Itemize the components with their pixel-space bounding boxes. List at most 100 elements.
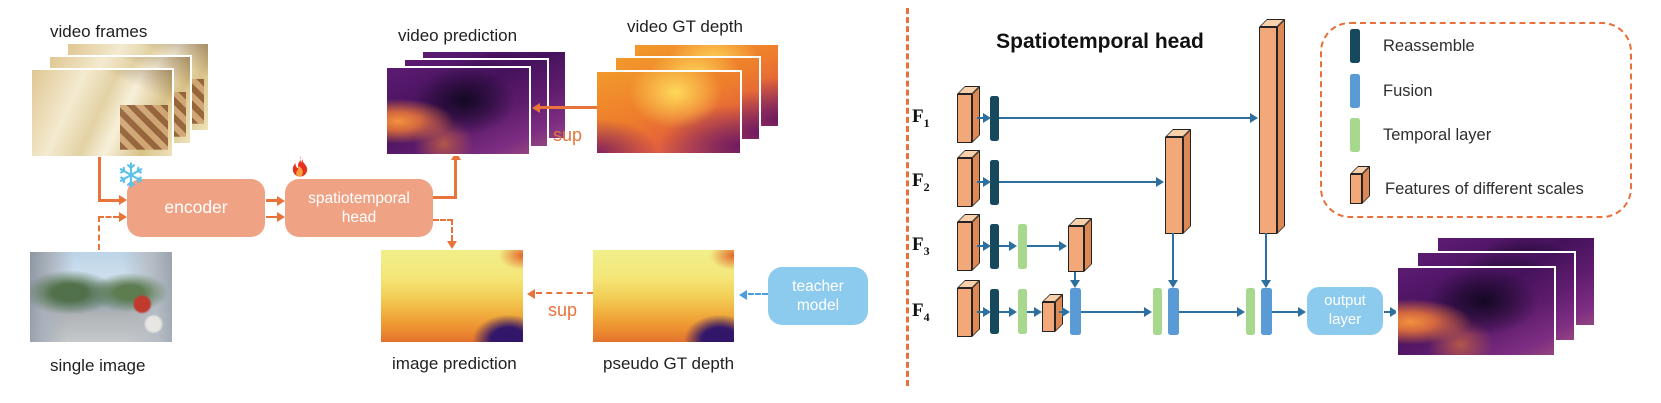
arrow-encoder-to-head-dashed-head	[277, 211, 285, 222]
arrow-f4-cube-to-fusion1	[1059, 311, 1063, 313]
arrow-f3-cube-down-head	[1070, 280, 1080, 288]
arrow-encoder-to-head-dashed	[266, 215, 278, 218]
arrow-f1-reassemble-to-cube	[999, 117, 1251, 119]
output-depth-front	[1398, 268, 1554, 355]
legend-row-features: Features of different scales	[1349, 165, 1584, 204]
video-prediction-front	[387, 68, 529, 154]
arrow-f3-cube-to-reassemble	[977, 245, 984, 247]
arrow-f4-cube-to-reassemble	[977, 311, 984, 313]
output-label-line1: output	[1324, 292, 1366, 310]
arrow-f3-reassemble-to-temporal-head	[1009, 241, 1017, 251]
temporal-bar-mid	[1153, 288, 1162, 335]
panel-divider	[906, 8, 909, 386]
reassemble-bar-f2	[990, 160, 999, 205]
arrow-encoder-to-head-solid	[266, 199, 278, 202]
scale-cube-f4-small	[1041, 293, 1063, 332]
legend-box: Reassemble Fusion Temporal layer Feature…	[1320, 22, 1632, 218]
legend-label-temporal: Temporal layer	[1383, 125, 1492, 144]
feature-label-f1: F1	[912, 106, 930, 130]
arrow-head-to-image-prediction-head	[446, 241, 457, 249]
arrow-fusion1-to-temporal-mid-head	[1144, 307, 1152, 317]
feature-swatch-cube	[1349, 165, 1370, 204]
arrow-f1-reassemble-to-cube-head	[1250, 113, 1258, 123]
arrow-sup-video-head	[532, 102, 540, 113]
temporal-bar-f4	[1018, 289, 1027, 334]
sup-video-label: sup	[553, 125, 583, 145]
temporal-bar-last	[1246, 288, 1255, 335]
video-prediction-label: video prediction	[398, 26, 518, 45]
scale-cube-f1-tall	[1258, 18, 1285, 234]
arrow-f2-cube-down	[1172, 233, 1174, 280]
pseudo-gt-depth-label: pseudo GT depth	[603, 354, 735, 373]
legend-row-temporal: Temporal layer	[1350, 118, 1491, 152]
arrow-fusion2-to-temporal-last	[1179, 311, 1238, 313]
head-label-line1: spatiotemporal	[308, 189, 410, 207]
teacher-label-line1: teacher	[792, 277, 844, 295]
arrow-f3-temporal-to-cube-head	[1059, 241, 1067, 251]
fire-icon	[292, 155, 308, 177]
video-gt-depth-label: video GT depth	[627, 17, 743, 36]
sup-image-label: sup	[548, 300, 578, 320]
arrow-f2-cube-to-reassemble	[977, 181, 984, 183]
arrow-encoder-to-head-solid-head	[277, 195, 285, 206]
arrow-f2-cube-to-reassemble-head	[983, 177, 991, 187]
arrow-output-to-depth	[1384, 311, 1392, 313]
arrow-head-to-video-prediction-horizontal	[433, 196, 457, 199]
legend-label-features: Features of different scales	[1385, 179, 1584, 198]
encoder-block: encoder	[127, 179, 265, 237]
reassemble-bar-f4	[990, 289, 999, 334]
arrow-video-frames-to-encoder-vertical	[98, 157, 101, 201]
right-panel-title: Spatiotemporal head	[996, 30, 1204, 53]
arrow-fusion1-to-temporal-mid	[1081, 311, 1145, 313]
image-prediction-label: image prediction	[392, 354, 517, 373]
legend-row-reassemble: Reassemble	[1350, 29, 1475, 63]
teacher-model-block: teacher model	[768, 267, 868, 325]
arrow-f1-cube-down	[1265, 233, 1267, 280]
arrow-teacher-to-pseudo-gt	[748, 293, 768, 295]
feature-cube-f1	[956, 85, 980, 143]
fusion-bar-3	[1261, 288, 1272, 335]
arrow-head-to-image-prediction-horizontal	[433, 218, 453, 221]
scale-cube-f2-tall	[1164, 128, 1191, 234]
arrow-f4-temporal-to-cube	[1027, 311, 1035, 313]
arrow-sup-image	[536, 292, 593, 294]
arrow-f4-reassemble-to-temporal-head	[1009, 307, 1017, 317]
fusion-swatch	[1350, 74, 1360, 108]
arrow-head-to-image-prediction-vertical	[450, 219, 453, 241]
feature-cube-f3	[956, 213, 980, 271]
arrow-sup-image-head	[527, 288, 535, 299]
arrow-f2-cube-down-head	[1168, 280, 1178, 288]
arrow-head-to-video-prediction-head	[450, 152, 461, 160]
arrow-video-frames-to-encoder-horizontal	[98, 198, 119, 202]
feature-label-f4: F4	[912, 300, 930, 324]
scale-cube-f3-medium	[1067, 217, 1092, 272]
single-image-label: single image	[50, 356, 146, 375]
arrow-f3-temporal-to-cube	[1027, 245, 1060, 247]
teacher-label-line2: model	[796, 297, 840, 314]
output-layer-block: output layer	[1307, 287, 1383, 335]
head-label-line2: head	[341, 209, 377, 226]
encoder-label: encoder	[164, 197, 228, 218]
arrow-output-to-depth-head	[1390, 307, 1398, 317]
arrow-fusion2-to-temporal-last-head	[1237, 307, 1245, 317]
spatiotemporal-head-block: spatiotemporal head	[285, 179, 433, 237]
arrow-head-to-video-prediction-vertical	[454, 160, 457, 199]
reassemble-swatch	[1350, 29, 1360, 63]
fusion-bar-2	[1168, 288, 1179, 335]
arrow-f4-cube-to-reassemble-head	[983, 307, 991, 317]
reassemble-bar-f1	[990, 96, 999, 141]
single-image-photo	[30, 252, 172, 342]
arrow-f2-reassemble-to-cube-head	[1156, 177, 1164, 187]
video-frame-front	[32, 70, 172, 156]
feature-cube-f4	[956, 279, 980, 337]
video-gt-front	[597, 72, 740, 153]
arrow-single-image-to-encoder-head	[119, 211, 127, 222]
arrow-f4-reassemble-to-temporal	[999, 311, 1010, 313]
feature-label-f3: F3	[912, 234, 930, 258]
temporal-bar-f3	[1018, 224, 1027, 269]
video-frames-label: video frames	[50, 22, 148, 41]
arrow-f1-cube-to-reassemble-head	[983, 113, 991, 123]
arrow-f1-cube-down-head	[1261, 280, 1271, 288]
arrow-f3-cube-to-reassemble-head	[983, 241, 991, 251]
